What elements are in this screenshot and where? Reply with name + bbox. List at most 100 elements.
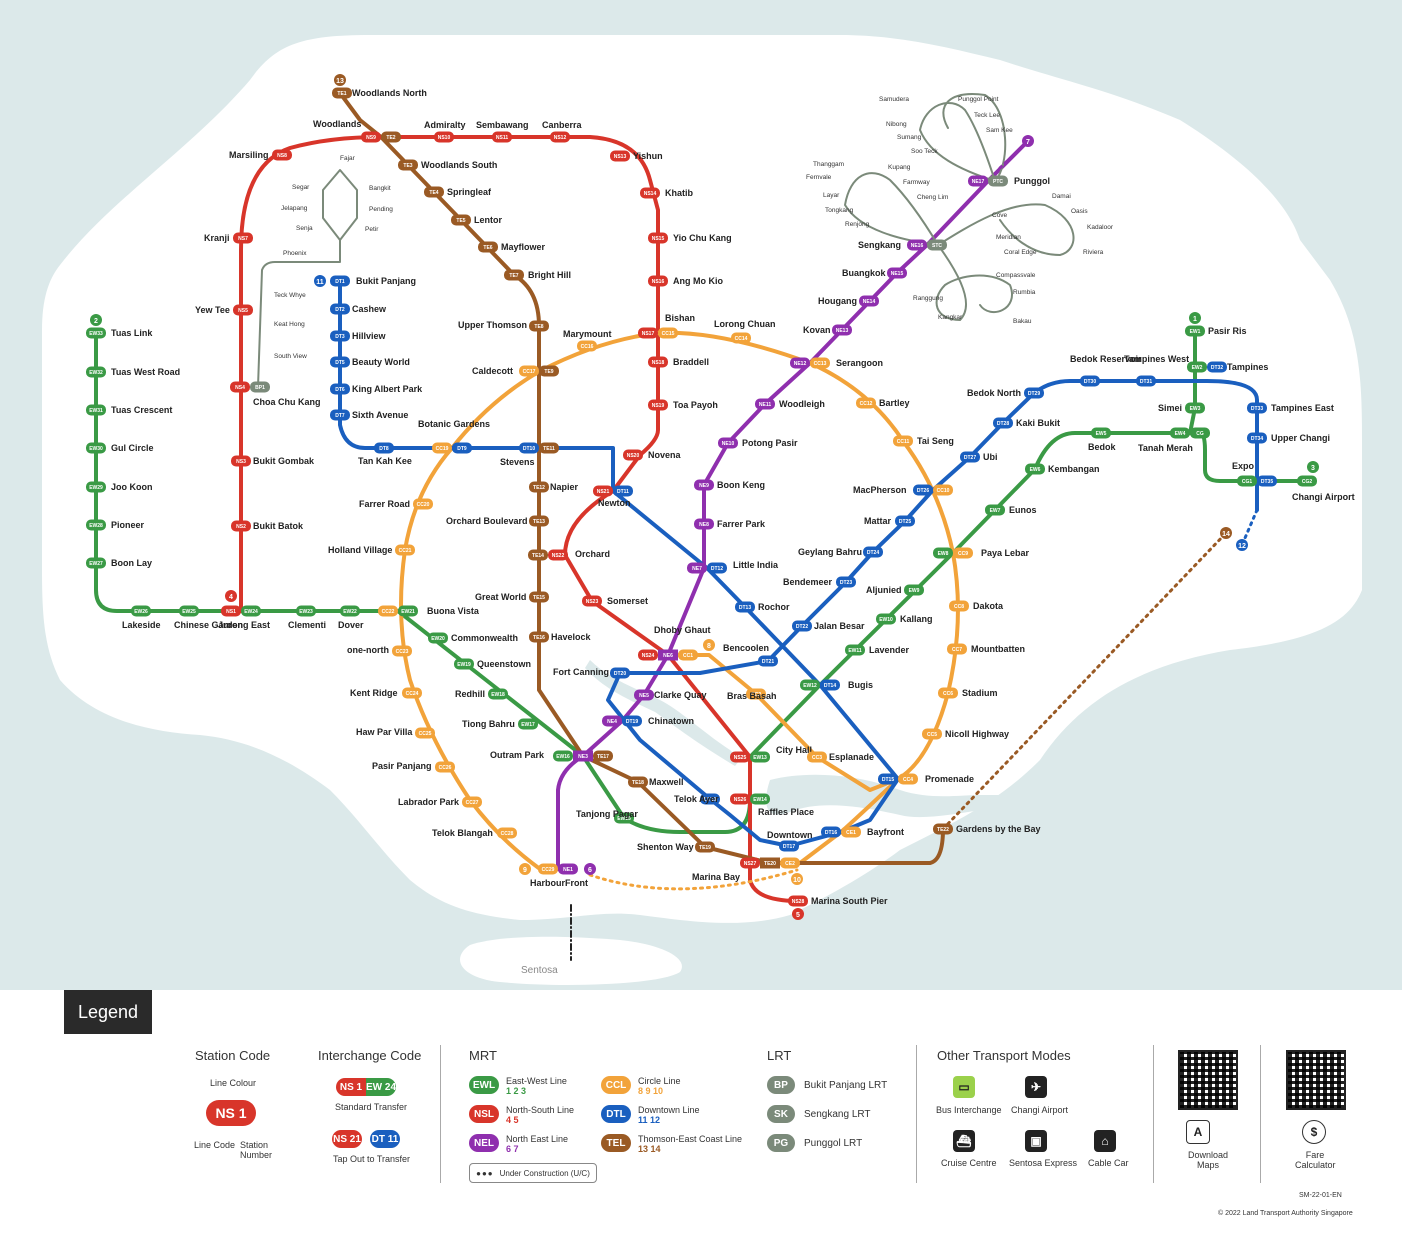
lrt-station-label[interactable]: Senja xyxy=(296,225,313,232)
download-maps-qr[interactable] xyxy=(1178,1050,1238,1110)
lrt-station-label[interactable]: Pending xyxy=(369,206,393,213)
lrt-station-label[interactable]: Samudera xyxy=(879,96,909,103)
lrt-station-label[interactable]: Thanggam xyxy=(813,161,844,168)
lrt-station-label[interactable]: Riviera xyxy=(1083,249,1104,256)
lrt-station-label[interactable]: Compassvale xyxy=(996,272,1036,279)
lrt-station-label[interactable]: Bangkit xyxy=(369,185,391,192)
lrt-station-label[interactable]: Farmway xyxy=(903,179,930,186)
lrt-station-label[interactable]: Fajar xyxy=(340,155,356,162)
lrt-station-label[interactable]: Kangkar xyxy=(938,314,963,321)
lrt-station-label[interactable]: Meridian xyxy=(996,234,1021,241)
lrt-station-label[interactable]: Cheng Lim xyxy=(917,194,948,201)
lrt-station-label[interactable]: Tongkang xyxy=(825,207,854,214)
lrt-station-label[interactable]: Segar xyxy=(292,184,310,191)
lrt-station-label[interactable]: Sumang xyxy=(897,134,922,141)
lrt-station-label[interactable]: Rumbia xyxy=(1013,289,1036,296)
lrt-station-label[interactable]: Nibong xyxy=(886,121,907,128)
lrt-station-label[interactable]: Teck Whye xyxy=(274,292,306,299)
lrt-station-label[interactable]: Phoenix xyxy=(283,250,307,257)
lrt-station-label[interactable]: Teck Lee xyxy=(974,112,1000,119)
lrt-station-label[interactable]: Jelapang xyxy=(281,205,308,212)
lrt-station-label[interactable]: Keat Hong xyxy=(274,321,305,328)
lrt-station-label[interactable]: Coral Edge xyxy=(1004,249,1037,256)
